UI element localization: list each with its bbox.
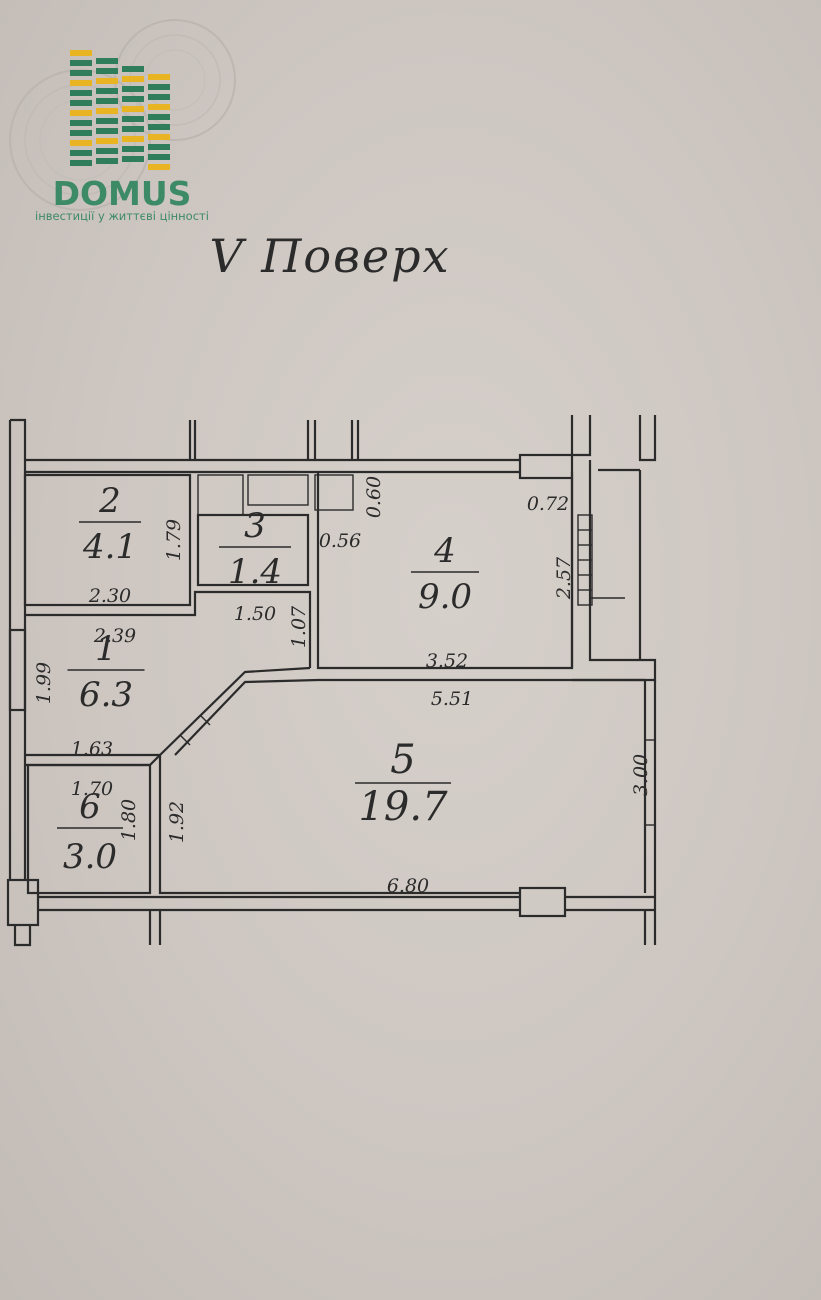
logo-block: [148, 154, 170, 160]
logo-block: [70, 100, 92, 106]
logo-block: [122, 66, 144, 72]
logo-block: [70, 90, 92, 96]
logo-block: [70, 60, 92, 66]
room-area: 4.1: [82, 527, 137, 567]
dimension-label: 3.52: [426, 650, 468, 672]
logo-block: [96, 98, 118, 104]
logo-block: [96, 88, 118, 94]
dimension-label: 1.99: [33, 662, 55, 704]
logo-block: [96, 128, 118, 134]
room-number: 4: [433, 531, 456, 571]
dimension-label: 1.63: [71, 738, 113, 760]
room-number: 5: [390, 737, 415, 783]
logo-block: [122, 76, 144, 82]
logo-block: [96, 108, 118, 114]
logo-block: [122, 86, 144, 92]
room-area: 9.0: [418, 577, 472, 617]
logo-block: [70, 50, 92, 56]
logo-block: [96, 58, 118, 64]
logo-block: [70, 110, 92, 116]
dimension-label: 2.30: [88, 585, 131, 607]
dimension-label: 1.50: [234, 603, 276, 625]
logo-block: [96, 148, 118, 154]
room-number: 2: [98, 481, 121, 521]
dimension-labels: 1.79 2.30 0.600.56 0.72 2.57 1.50 1.07 2.39 1.99…: [33, 476, 652, 897]
logo-block: [148, 164, 170, 170]
dimension-label: 1.79: [163, 519, 185, 561]
room-area: 1.4: [228, 552, 282, 592]
logo-block: [148, 94, 170, 100]
dimension-label: 2.57: [553, 556, 575, 600]
logo-block: [148, 124, 170, 130]
logo-block: [96, 78, 118, 84]
dimension-label: 3.00: [630, 754, 652, 796]
logo-block: [148, 134, 170, 140]
logo-block: [70, 80, 92, 86]
room-labels: 1 6.3 2 4.1 3 1.4 4 9.0 519.7 6 3.0: [57, 481, 479, 877]
logo-block: [70, 130, 92, 136]
logo-block: [148, 104, 170, 110]
dimension-label: 6.80: [387, 875, 429, 897]
logo-block: [70, 70, 92, 76]
logo-brand: DOMUS: [53, 174, 192, 213]
floor-title: V Поверх: [209, 229, 450, 283]
logo-block: [96, 118, 118, 124]
dimension-label: 1.92: [166, 801, 188, 843]
logo-block: [148, 74, 170, 80]
logo-block: [148, 114, 170, 120]
floor-plan: [6, 415, 657, 947]
logo-block: [122, 96, 144, 102]
logo-block: [122, 126, 144, 132]
room-number: 6: [79, 787, 101, 827]
logo-block: [148, 84, 170, 90]
logo-block: [70, 140, 92, 146]
logo-block: [70, 150, 92, 156]
logo-block: [122, 146, 144, 152]
room-area: 3.0: [63, 837, 117, 877]
logo-block: [122, 116, 144, 122]
dimension-label: 1.80: [118, 799, 140, 841]
room-area: 19.7: [358, 784, 448, 830]
dimension-label: 0.72: [527, 493, 569, 515]
dimension-label: 1.07: [288, 605, 310, 648]
room-number: 3: [244, 506, 266, 546]
logo-block: [148, 144, 170, 150]
room-number: 1: [95, 629, 117, 669]
logo-block: [96, 158, 118, 164]
dimension-label: 0.56: [319, 530, 361, 552]
dimension-label: 2.39: [93, 625, 136, 647]
logo-block: [122, 156, 144, 162]
logo-block: [70, 120, 92, 126]
logo-block: [96, 68, 118, 74]
logo-block: [96, 138, 118, 144]
logo-buildings-icon: [70, 50, 170, 170]
dimension-label: 1.70: [71, 778, 113, 800]
room-area: 6.3: [79, 675, 133, 715]
dimension-label: 5.51: [431, 688, 473, 710]
dimension-label: 0.60: [363, 476, 385, 518]
logo-block: [122, 136, 144, 142]
logo-block: [70, 160, 92, 166]
logo-tagline: інвестиції у життєві цінності: [35, 209, 209, 223]
logo-block: [122, 106, 144, 112]
domus-logo: DOMUS інвестиції у життєві цінності: [9, 19, 236, 223]
